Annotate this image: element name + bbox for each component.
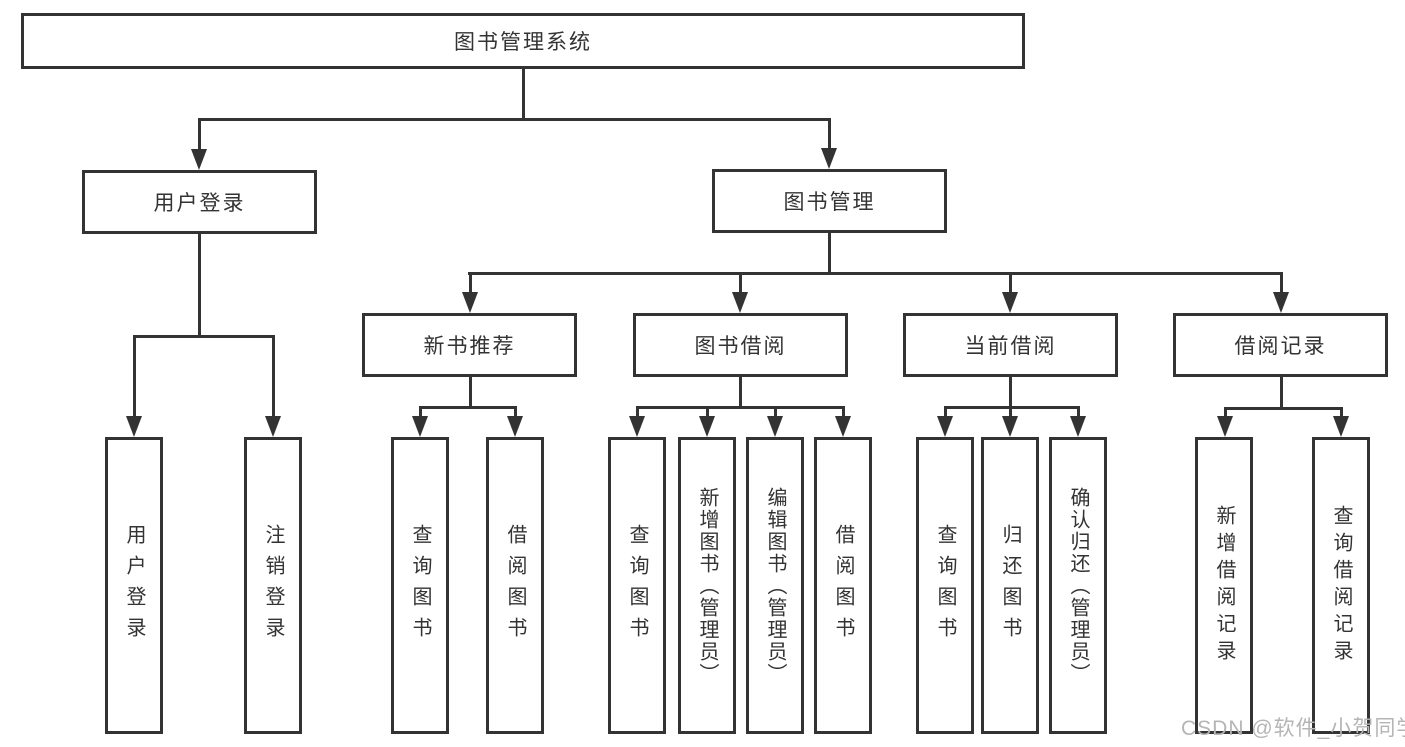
node-book-borrowing: 图书借阅 [633,313,848,377]
node-leaf-edit-books-admin: 编辑图书（管理员） [746,437,804,734]
arrow-down-icon [1273,292,1289,313]
connector-arrow-shaft [943,406,947,423]
connector-line-vertical [738,377,742,406]
connector-line-vertical [521,69,525,118]
connector-line-vertical [468,377,472,406]
node-leaf-add-books-admin: 新增图书（管理员） [678,437,736,734]
connector-arrow-shaft [827,118,831,155]
connector-line-horizontal [133,335,274,338]
connector-line-horizontal [944,406,1079,409]
connector-line-vertical [1279,377,1283,407]
connector-arrow-shaft [1008,406,1012,423]
connector-line-vertical [197,234,201,335]
connector-arrow-shaft [468,272,472,299]
arrow-down-icon [732,292,748,313]
connector-arrow-shaft [1279,272,1283,299]
connector-line-vertical [1008,377,1012,406]
arrow-down-icon [629,416,645,437]
connector-arrow-shaft [635,406,639,423]
arrow-down-icon [1002,416,1018,437]
node-leaf-query-books-borrowing: 查询图书 [608,437,666,734]
node-user-login: 用户登录 [82,170,317,234]
connector-arrow-shaft [841,406,845,423]
connector-arrow-shaft [705,406,709,423]
node-leaf-borrow-books-recommend: 借阅图书 [486,437,544,734]
arrow-down-icon [835,416,851,437]
node-leaf-add-borrow-record: 新增借阅记录 [1195,437,1253,734]
node-leaf-logout: 注销登录 [244,437,302,734]
arrow-down-icon [821,148,837,169]
node-leaf-return-books: 归还图书 [981,437,1039,734]
node-leaf-user-login: 用户登录 [105,437,163,734]
arrow-down-icon [699,416,715,437]
arrow-down-icon [265,416,281,437]
connector-arrow-shaft [773,406,777,423]
arrow-down-icon [1070,416,1086,437]
node-leaf-confirm-return-admin: 确认归还（管理员） [1049,437,1107,734]
connector-line-vertical [827,233,831,272]
arrow-down-icon [507,416,523,437]
node-root: 图书管理系统 [21,13,1025,69]
connector-arrow-shaft [738,272,742,299]
node-leaf-query-borrow-record: 查询借阅记录 [1312,437,1370,734]
arrow-down-icon [767,416,783,437]
node-leaf-query-books-current: 查询图书 [916,437,974,734]
connector-arrow-shaft [132,335,136,423]
node-new-book-recommend: 新书推荐 [362,313,577,377]
connector-line-horizontal [636,406,844,409]
watermark-text: CSDN @软件_小贺同学 [1181,717,1405,740]
connector-arrow-shaft [1076,406,1080,423]
arrow-down-icon [191,149,207,170]
connector-arrow-shaft [513,406,517,423]
connector-arrow-shaft [418,406,422,423]
node-borrowing-records: 借阅记录 [1173,313,1388,377]
arrow-down-icon [126,416,142,437]
arrow-down-icon [937,416,953,437]
node-leaf-query-books-recommend: 查询图书 [391,437,449,734]
connector-arrow-shaft [197,118,201,156]
node-current-borrowing: 当前借阅 [903,313,1118,377]
connector-line-horizontal [1224,407,1342,410]
connector-line-horizontal [199,118,831,121]
arrow-down-icon [1333,416,1349,437]
connector-line-horizontal [419,406,516,409]
connector-arrow-shaft [1008,272,1012,299]
arrow-down-icon [1002,292,1018,313]
arrow-down-icon [462,292,478,313]
connector-line-horizontal [468,272,1282,275]
connector-arrow-shaft [1223,407,1227,423]
connector-arrow-shaft [1339,407,1343,423]
connector-arrow-shaft [271,335,275,423]
arrow-down-icon [1217,416,1233,437]
node-book-management: 图书管理 [712,169,947,233]
arrow-down-icon [412,416,428,437]
node-leaf-borrow-books-borrowing: 借阅图书 [814,437,872,734]
